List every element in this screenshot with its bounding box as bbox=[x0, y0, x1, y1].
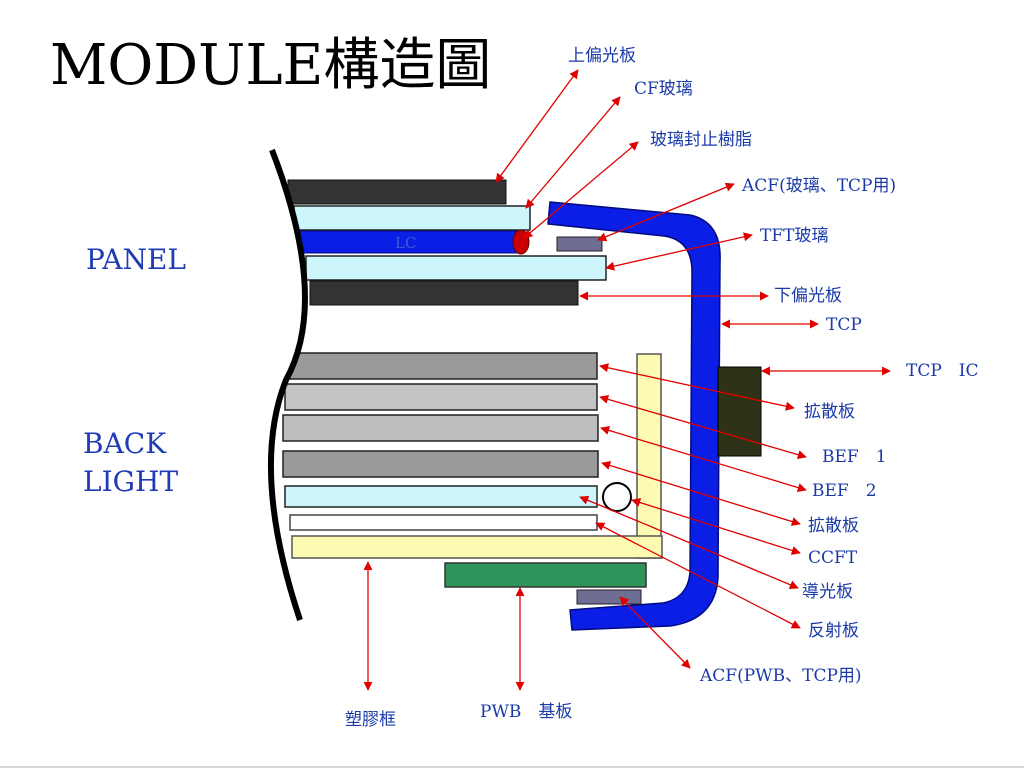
callout-ccft: CCFT bbox=[808, 548, 858, 568]
page-title: MODULE構造圖 bbox=[50, 33, 492, 98]
callout-plastic-frame: 塑膠框 bbox=[345, 710, 396, 730]
backlight-label-line1: BACK bbox=[83, 427, 167, 460]
bef1-layer bbox=[284, 383, 598, 411]
callout-diffuser-bottom: 拡散板 bbox=[808, 516, 859, 536]
arrow-top-polarizer bbox=[495, 69, 579, 183]
arrow-reflector bbox=[595, 522, 801, 629]
callout-reflector: 反射板 bbox=[808, 621, 859, 641]
callout-bef2: BEF 2 bbox=[812, 481, 877, 501]
wavy-cut-line bbox=[267, 148, 308, 621]
tft-glass-layer bbox=[305, 255, 607, 281]
callout-bottom-polarizer: 下偏光板 bbox=[774, 286, 842, 306]
sealant-bead bbox=[512, 229, 530, 255]
bottom-polarizer-layer bbox=[309, 280, 579, 306]
backlight-label-line2: LIGHT bbox=[83, 465, 179, 498]
callout-acf-pwb-tcp: ACF(PWB、TCP用) bbox=[700, 666, 862, 686]
top-polarizer-layer bbox=[287, 179, 507, 205]
callout-top-polarizer: 上偏光板 bbox=[568, 46, 636, 66]
reflector-layer bbox=[289, 514, 598, 531]
acf-pwb-pad bbox=[576, 589, 642, 605]
callout-bef1: BEF 1 bbox=[822, 447, 887, 467]
pwb-board bbox=[444, 562, 647, 588]
callout-pwb-board: PWB 基板 bbox=[480, 702, 573, 722]
footer-divider bbox=[0, 766, 1024, 768]
callout-sealant: 玻璃封止樹脂 bbox=[650, 130, 752, 150]
cut-mask bbox=[0, 150, 305, 620]
callout-tft-glass: TFT玻璃 bbox=[760, 226, 829, 246]
callout-acf-glass-tcp: ACF(玻璃、TCP用) bbox=[742, 176, 897, 196]
arrow-acf-glass bbox=[597, 182, 735, 242]
arrow-sealant bbox=[523, 141, 639, 239]
callout-cf-glass: CF玻璃 bbox=[634, 79, 693, 99]
light-guide-layer bbox=[284, 485, 598, 508]
arrow-cf-glass bbox=[525, 96, 621, 209]
cf-glass-layer bbox=[293, 205, 531, 231]
bef2-layer bbox=[282, 414, 599, 442]
lc-label: LC bbox=[395, 234, 416, 252]
panel-label: PANEL bbox=[86, 243, 187, 276]
arrow-tft-glass bbox=[605, 232, 753, 271]
callout-tcp: TCP bbox=[826, 315, 862, 335]
ccft-lamp bbox=[602, 482, 632, 512]
callout-light-guide: 導光板 bbox=[802, 582, 853, 602]
plastic-frame-bottom bbox=[291, 535, 663, 559]
plastic-frame-right bbox=[636, 353, 662, 559]
diffuser-bottom-layer bbox=[282, 450, 599, 478]
acf-glass-pad bbox=[556, 236, 603, 252]
diffuser-top-layer bbox=[286, 352, 598, 380]
arrow-acf-pwb bbox=[619, 596, 691, 669]
callout-tcp-ic: TCP IC bbox=[906, 361, 979, 381]
callout-diffuser-top: 拡散板 bbox=[804, 402, 855, 422]
